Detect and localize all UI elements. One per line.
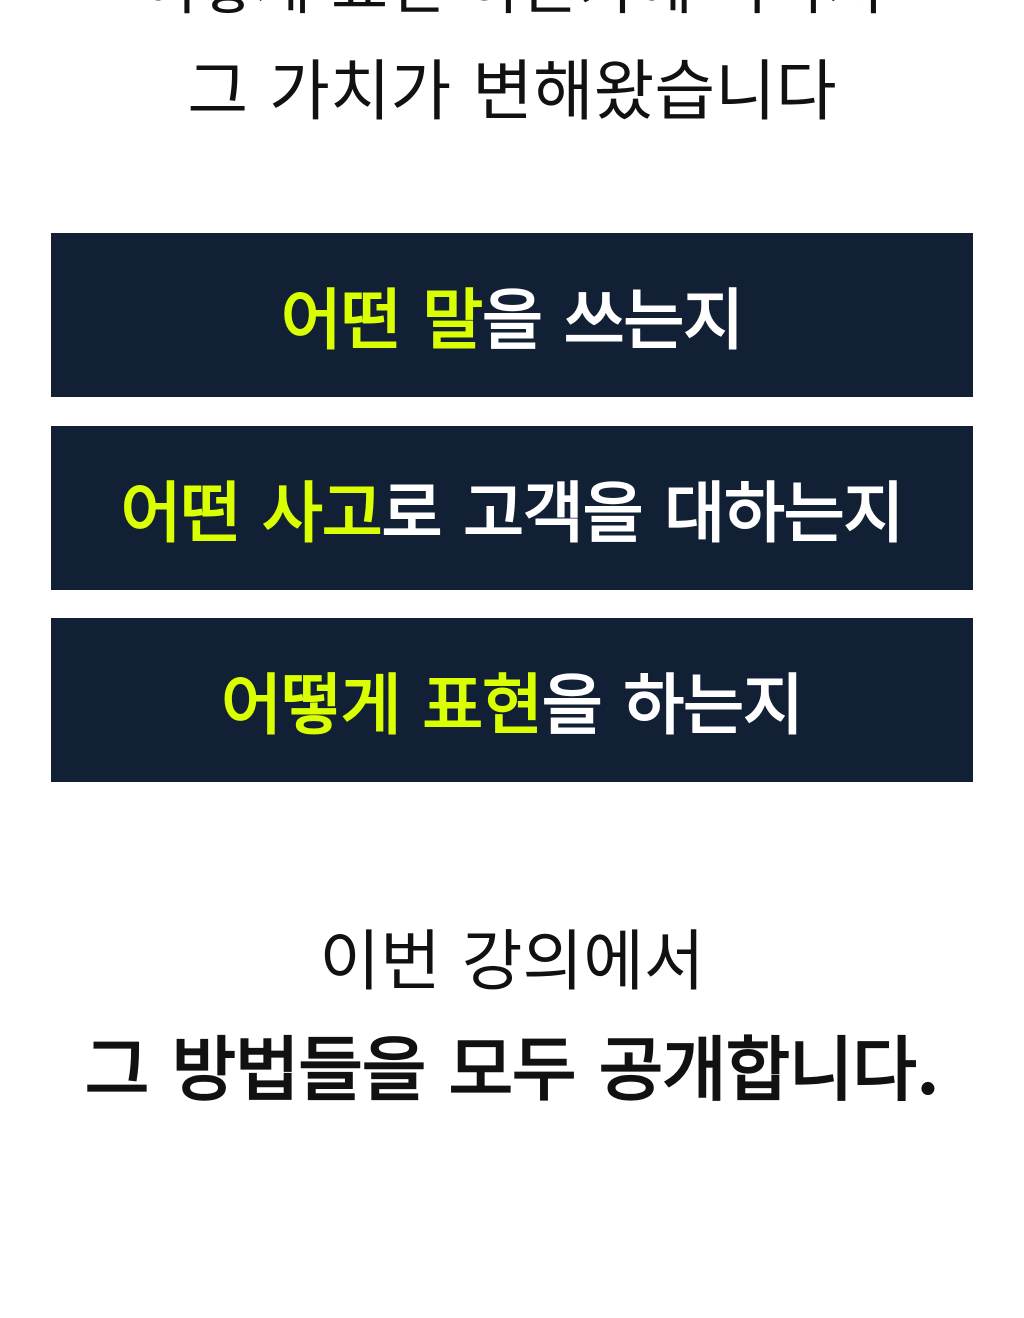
heading-title: 그 가치가 변해왔습니다 [187,53,837,130]
box-highlight: 어떤 말 [281,282,483,359]
box-text: 로 고객을 대하는지 [381,475,905,552]
cut-off-heading-line: 어떻게 표현 하는가에 따라서 [0,0,1024,22]
box-text: 을 하는지 [541,667,804,744]
footer-subtitle: 이번 강의에서 [319,923,705,1000]
box-highlight: 어떻게 표현 [221,667,543,744]
footer-title: 그 방법들을 모두 공개합니다. [84,1028,940,1111]
box-text: 을 쓰는지 [482,282,744,359]
box-highlight: 어떤 사고 [120,475,383,552]
